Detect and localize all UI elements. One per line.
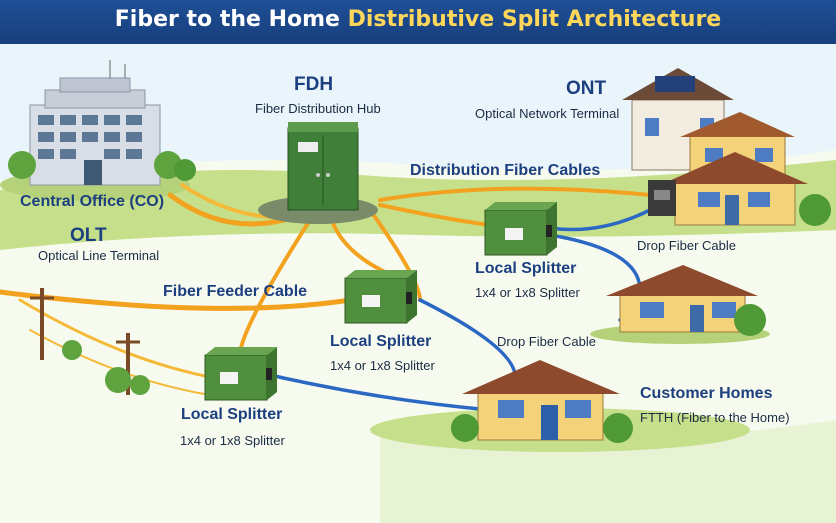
splitter-right-title: Local Splitter	[475, 260, 576, 278]
ont-title: ONT	[566, 78, 606, 100]
title-banner: Fiber to the Home Distributive Split Arc…	[0, 0, 836, 44]
splitter-middle-icon	[345, 270, 417, 323]
title-part-1: Fiber to the Home	[115, 7, 340, 32]
fdh-title: FDH	[294, 74, 333, 96]
olt-subtitle: Optical Line Terminal	[38, 248, 159, 263]
splitter-middle-title: Local Splitter	[330, 333, 431, 351]
ont-device-icon	[648, 180, 676, 216]
splitter-left-subtitle: 1x4 or 1x8 Splitter	[180, 433, 285, 448]
splitter-right-subtitle: 1x4 or 1x8 Splitter	[475, 285, 580, 300]
splitter-right-icon	[485, 202, 557, 255]
splitter-left-title: Local Splitter	[181, 406, 282, 424]
fdh-subtitle: Fiber Distribution Hub	[255, 101, 381, 116]
customer-homes-title: Customer Homes	[640, 385, 772, 403]
olt-title: OLT	[70, 225, 107, 247]
central-office-label: Central Office (CO)	[20, 193, 164, 211]
title-part-2: Distributive Split Architecture	[348, 7, 722, 32]
splitter-left-icon	[205, 347, 277, 400]
feeder-cable-label: Fiber Feeder Cable	[163, 283, 307, 301]
splitter-middle-subtitle: 1x4 or 1x8 Splitter	[330, 358, 435, 373]
drop-cable-label-2: Drop Fiber Cable	[497, 334, 596, 349]
ont-subtitle: Optical Network Terminal	[475, 106, 619, 121]
distribution-cables-label: Distribution Fiber Cables	[410, 162, 600, 180]
drop-cable-label-1: Drop Fiber Cable	[637, 238, 736, 253]
customer-homes-subtitle: FTTH (Fiber to the Home)	[640, 410, 790, 425]
